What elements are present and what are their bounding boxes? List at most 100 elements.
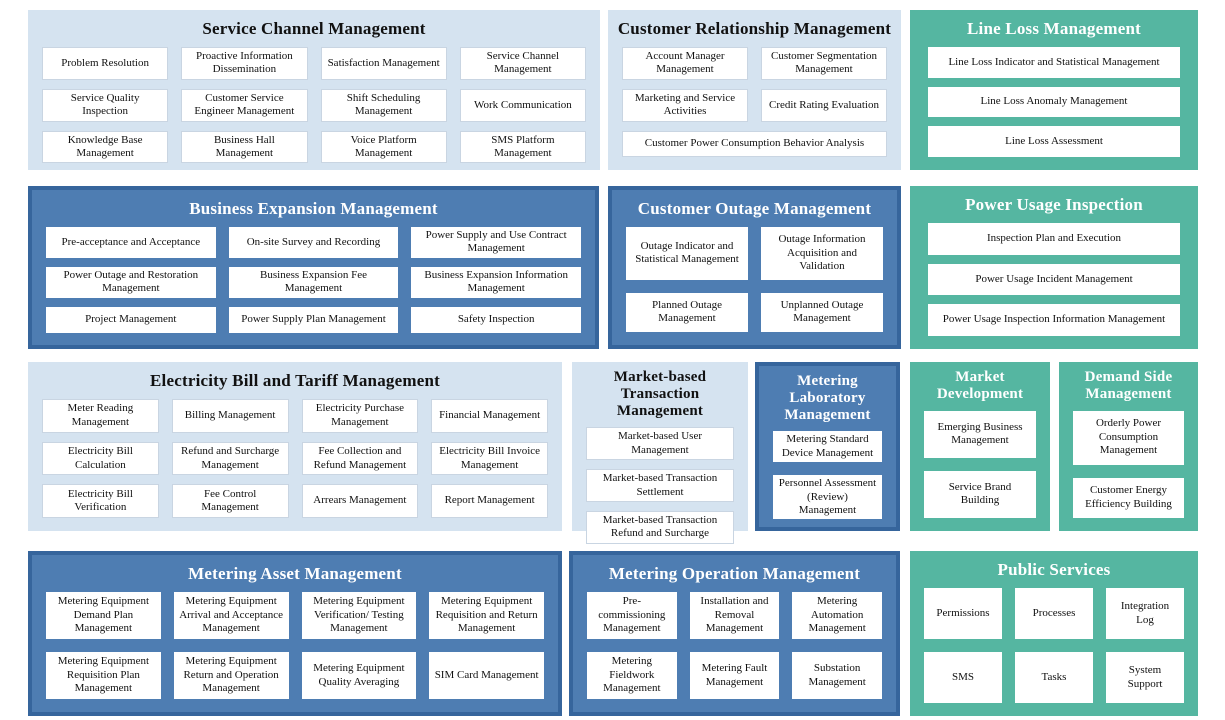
module-box[interactable]: Metering Equipment Arrival and Acceptanc… — [173, 592, 289, 640]
module-box[interactable]: Satisfaction Management — [320, 47, 447, 80]
module-box[interactable]: Line Loss Assessment — [928, 126, 1180, 157]
module-grid: Line Loss Indicator and Statistical Mana… — [928, 47, 1180, 157]
module-box[interactable]: Arrears Management — [301, 484, 419, 518]
module-box[interactable]: Business Hall Management — [181, 130, 308, 164]
module-box[interactable]: Substation Management — [792, 652, 882, 699]
module-box[interactable]: Proactive Information Dissemination — [181, 47, 308, 80]
module-box[interactable]: Permissions — [924, 588, 1002, 640]
panel-title: Power Usage Inspection — [965, 195, 1143, 214]
module-box[interactable]: Shift Scheduling Management — [320, 88, 447, 122]
module-box[interactable]: Orderly Power Consumption Management — [1073, 410, 1184, 465]
module-box[interactable]: Account Manager Management — [622, 47, 748, 80]
module-box[interactable]: Metering Fault Management — [689, 652, 780, 699]
module-box[interactable]: Tasks — [1015, 652, 1093, 703]
module-box[interactable]: Voice Platform Management — [320, 130, 447, 164]
module-box[interactable]: Market-based Transaction Refund and Surc… — [586, 511, 734, 544]
panel-metering-laboratory-management: Metering Laboratory Management Metering … — [755, 362, 900, 531]
module-box[interactable]: Metering Fieldwork Management — [587, 652, 677, 699]
module-box[interactable]: Customer Energy Efficiency Building — [1073, 477, 1184, 518]
panel-title: Market-based Transaction Management — [613, 369, 707, 419]
module-box[interactable]: Marketing and Service Activities — [622, 88, 748, 122]
module-box[interactable]: SMS — [924, 652, 1002, 703]
module-box[interactable]: Pre-commissioning Management — [587, 592, 677, 640]
module-box[interactable]: Integration Log — [1106, 588, 1184, 640]
module-box[interactable]: Project Management — [46, 306, 216, 333]
module-box[interactable]: Inspection Plan and Execution — [928, 223, 1180, 255]
module-box[interactable]: Metering Equipment Verification/ Testing… — [301, 592, 417, 640]
module-box[interactable]: Service Brand Building — [924, 470, 1036, 518]
module-box[interactable]: SIM Card Management — [429, 652, 544, 699]
module-box[interactable]: Credit Rating Evaluation — [761, 88, 887, 122]
panel-customer-outage-management: Customer Outage Management Outage Indica… — [608, 186, 901, 349]
module-box[interactable]: Metering Equipment Quality Averaging — [301, 652, 417, 699]
panel-metering-asset-management: Metering Asset Management Metering Equip… — [28, 551, 562, 716]
module-box[interactable]: Line Loss Anomaly Management — [928, 86, 1180, 118]
module-box[interactable]: Fee Control Management — [171, 484, 289, 518]
module-box[interactable]: Power Supply Plan Management — [228, 306, 399, 333]
module-grid: Pre-acceptance and Acceptance On-site Sur… — [46, 227, 581, 333]
module-box[interactable]: Planned Outage Management — [626, 292, 748, 332]
module-box[interactable]: Metering Automation Management — [792, 592, 882, 640]
module-box[interactable]: Electricity Bill Verification — [42, 484, 159, 518]
panel-metering-operation-management: Metering Operation Management Pre-commis… — [569, 551, 900, 716]
module-box[interactable]: Power Outage and Restoration Management — [46, 266, 216, 298]
module-box[interactable]: Customer Segmentation Management — [761, 47, 887, 80]
panel-title: Metering Asset Management — [188, 564, 402, 583]
module-box[interactable]: Refund and Surcharge Management — [171, 441, 289, 476]
module-box[interactable]: Market-based User Management — [586, 427, 734, 461]
module-box[interactable]: Metering Standard Device Management — [773, 431, 882, 463]
panel-electricity-bill-and-tariff-management: Electricity Bill and Tariff Management M… — [28, 362, 562, 531]
module-box[interactable]: Meter Reading Management — [42, 399, 159, 433]
module-box[interactable]: Emerging Business Management — [924, 410, 1036, 458]
panel-title: Customer Outage Management — [637, 199, 872, 218]
module-box[interactable]: Electricity Bill Calculation — [42, 441, 159, 476]
module-box[interactable]: Processes — [1015, 588, 1093, 640]
module-box[interactable]: Unplanned Outage Management — [761, 292, 883, 332]
module-box[interactable]: Report Management — [431, 484, 548, 518]
panel-title: Metering Operation Management — [608, 564, 861, 583]
module-box[interactable]: Customer Power Consumption Behavior Anal… — [622, 130, 887, 157]
module-box[interactable]: Metering Equipment Requisition Plan Mana… — [46, 652, 161, 699]
module-box[interactable]: Service Quality Inspection — [42, 88, 169, 122]
module-box[interactable]: Work Communication — [459, 88, 586, 122]
module-box[interactable]: Knowledge Base Management — [42, 130, 169, 164]
module-box[interactable]: Market-based Transaction Settlement — [586, 469, 734, 503]
module-box[interactable]: Pre-acceptance and Acceptance — [46, 227, 216, 258]
module-grid: Meter Reading Management Billing Manageme… — [42, 399, 548, 518]
module-box[interactable]: Problem Resolution — [42, 47, 169, 80]
module-box[interactable]: Business Expansion Fee Management — [228, 266, 399, 298]
module-box[interactable]: System Support — [1106, 652, 1184, 703]
module-box[interactable]: Safety Inspection — [411, 306, 581, 333]
module-grid: Account Manager Management Customer Segme… — [622, 47, 887, 157]
module-box[interactable]: Outage Information Acquisition and Valid… — [761, 227, 883, 280]
module-box[interactable]: Metering Equipment Return and Operation … — [173, 652, 289, 699]
module-box[interactable]: SMS Platform Management — [459, 130, 586, 164]
module-box[interactable]: Customer Service Engineer Management — [181, 88, 308, 122]
module-box[interactable]: Power Usage Incident Management — [928, 263, 1180, 296]
module-box[interactable]: Outage Indicator and Statistical Managem… — [626, 227, 748, 280]
panel-title: Demand Side Management — [1084, 369, 1173, 402]
module-box[interactable]: Business Expansion Information Managemen… — [411, 266, 581, 298]
panel-power-usage-inspection: Power Usage Inspection Inspection Plan a… — [910, 186, 1198, 349]
module-box[interactable]: On-site Survey and Recording — [228, 227, 399, 258]
module-box[interactable]: Service Channel Management — [459, 47, 586, 80]
panel-line-loss-management: Line Loss Management Line Loss Indicator… — [910, 10, 1198, 170]
module-box[interactable]: Billing Management — [171, 399, 289, 433]
module-box[interactable]: Personnel Assessment (Review) Management — [773, 475, 882, 520]
module-box[interactable]: Metering Equipment Demand Plan Managemen… — [46, 592, 161, 640]
module-box[interactable]: Fee Collection and Refund Management — [301, 441, 419, 476]
module-box[interactable]: Electricity Purchase Management — [301, 399, 419, 433]
module-box[interactable]: Installation and Removal Management — [689, 592, 780, 640]
panel-title: Business Expansion Management — [189, 199, 438, 218]
module-box[interactable]: Financial Management — [431, 399, 548, 433]
module-box[interactable]: Line Loss Indicator and Statistical Mana… — [928, 47, 1180, 78]
module-box[interactable]: Electricity Bill Invoice Management — [431, 441, 548, 476]
module-box[interactable]: Power Usage Inspection Information Manag… — [928, 304, 1180, 336]
panel-title: Customer Relationship Management — [617, 19, 892, 38]
module-box[interactable]: Power Supply and Use Contract Management — [411, 227, 581, 258]
module-box[interactable]: Metering Equipment Requisition and Retur… — [429, 592, 544, 640]
panel-demand-side-management: Demand Side Management Orderly Power Con… — [1059, 362, 1198, 531]
